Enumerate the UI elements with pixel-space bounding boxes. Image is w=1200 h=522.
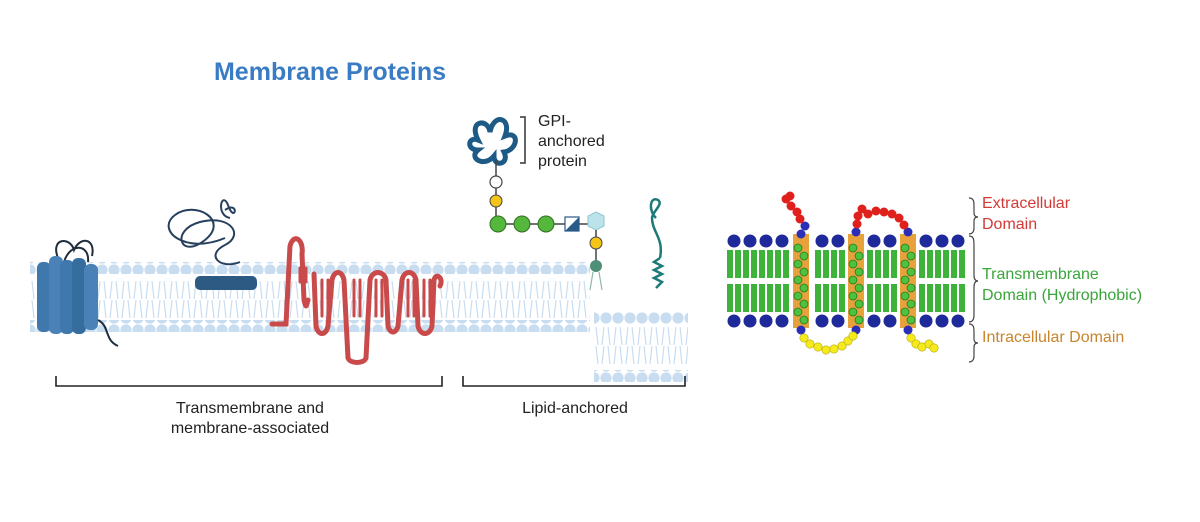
lipid-anchored-bracket [462,376,686,387]
transmembrane-label-line-1: Transmembrane and [176,400,324,417]
peripheral-protein [167,199,257,290]
transmembrane-label: Transmembrane and membrane-associated [150,399,350,439]
transmembrane-domain-label: Transmembrane Domain (Hydrophobic) [982,264,1142,306]
lipid-anchored-protein [649,198,665,289]
gpi-label: GPI- anchored protein [538,112,605,172]
transmembrane-domain-line-2: Domain (Hydrophobic) [982,287,1143,304]
gpi-anchored-protein [467,116,605,291]
lipid-bilayer-lower [594,312,688,382]
multipass-protein [269,236,444,365]
domain-diagram [727,191,979,363]
extracellular-line-2: Domain [982,216,1038,233]
gpcr-protein [37,240,119,347]
transmembrane-domain-line-1: Transmembrane [982,266,1099,283]
gpi-label-line-1: GPI- [538,113,571,130]
intracellular-domain-label: Intracellular Domain [982,329,1125,346]
transmembrane-bracket [55,376,443,387]
lipid-anchored-label: Lipid-anchored [522,400,628,417]
gpi-label-line-2: anchored [538,133,605,150]
lipid-bilayer-left [30,262,590,332]
extracellular-line-1: Extracellular [982,195,1071,212]
gpi-label-line-3: protein [538,153,587,170]
extracellular-domain-label: Extracellular Domain [982,193,1070,235]
page-title: Membrane Proteins [213,58,446,86]
transmembrane-label-line-2: membrane-associated [170,420,330,437]
